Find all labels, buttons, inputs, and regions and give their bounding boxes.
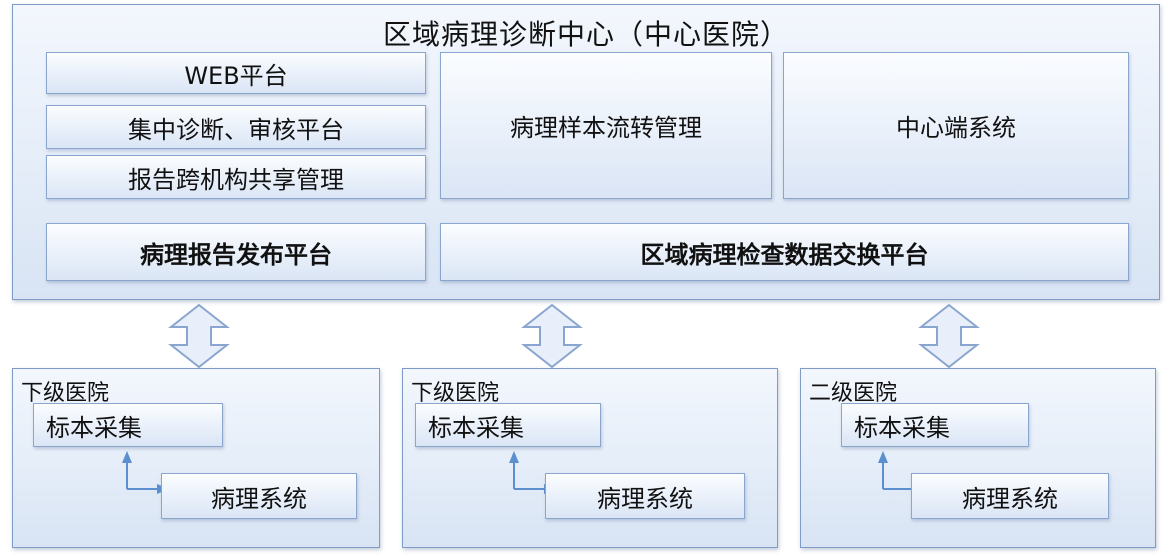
pathology-system-box-2: 病理系统 xyxy=(545,473,745,519)
report-sharing-box: 报告跨机构共享管理 xyxy=(46,155,426,199)
diagnosis-review-box: 集中诊断、审核平台 xyxy=(46,105,426,149)
sample-collection-box-3: 标本采集 xyxy=(841,403,1029,447)
double-arrow-icon-2 xyxy=(521,303,583,369)
hospital-title-1: 下级医院 xyxy=(21,381,110,406)
web-platform-box: WEB平台 xyxy=(46,52,426,94)
double-arrow-icon-1 xyxy=(168,303,230,369)
center-system-box: 中心端系统 xyxy=(783,52,1129,199)
hospital-title-3: 二级医院 xyxy=(809,381,898,406)
sample-collection-box-1: 标本采集 xyxy=(33,403,223,447)
hospital-panel-1: 下级医院 标本采集 病理系统 xyxy=(12,368,380,548)
center-panel: 区域病理诊断中心（中心医院） WEB平台 集中诊断、审核平台 报告跨机构共享管理… xyxy=(12,4,1160,300)
hospital-title-2: 下级医院 xyxy=(411,381,500,406)
pathology-system-box-3: 病理系统 xyxy=(911,473,1109,519)
sample-collection-box-2: 标本采集 xyxy=(415,403,601,447)
pathology-system-box-1: 病理系统 xyxy=(161,473,357,519)
center-title: 区域病理诊断中心（中心医院） xyxy=(382,18,789,51)
hospital-panel-3: 二级医院 标本采集 病理系统 xyxy=(800,368,1156,548)
hospital-panel-2: 下级医院 标本采集 病理系统 xyxy=(402,368,778,548)
double-arrow-icon-3 xyxy=(918,303,980,369)
sample-flow-box: 病理样本流转管理 xyxy=(440,52,772,199)
report-publish-box: 病理报告发布平台 xyxy=(46,223,426,281)
data-exchange-box: 区域病理检查数据交换平台 xyxy=(440,223,1129,281)
